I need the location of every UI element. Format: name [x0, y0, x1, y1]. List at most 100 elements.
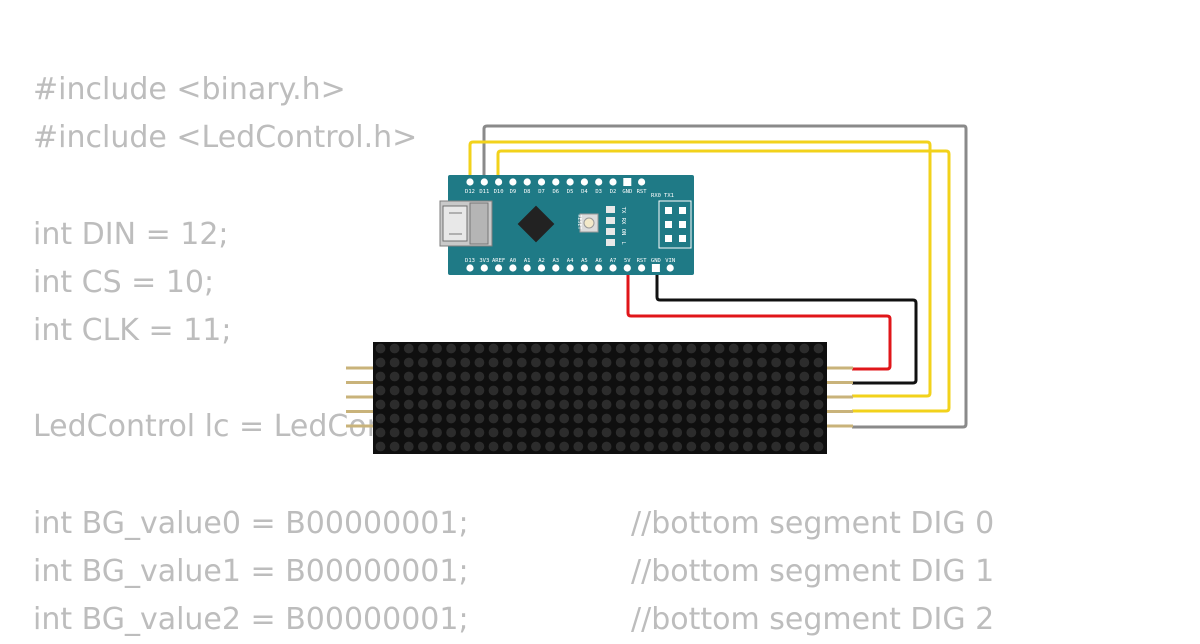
- led-dot: [389, 413, 400, 424]
- code-line: int CS = 10;: [33, 259, 697, 307]
- led-dot: [502, 371, 513, 382]
- led-dot: [531, 441, 541, 452]
- led-matrix-module[interactable]: [346, 342, 853, 454]
- led-dot: [615, 413, 626, 424]
- pin-pad: [566, 178, 574, 186]
- led-dot: [559, 385, 570, 396]
- pin-pad: [523, 178, 531, 186]
- led-dot: [417, 385, 428, 396]
- led-dot: [728, 399, 739, 410]
- header-pin: [826, 395, 853, 399]
- led-dot: [587, 371, 598, 382]
- led-dot: [516, 413, 527, 424]
- led-dot: [601, 441, 612, 452]
- led-dot: [728, 385, 739, 396]
- led-dot: [601, 413, 612, 424]
- led-dot: [516, 371, 527, 382]
- led-dot: [714, 399, 725, 410]
- led-dot: [474, 343, 485, 354]
- pin-pad: [480, 264, 488, 272]
- matrix-output-pins: [826, 366, 853, 428]
- led-dot: [799, 357, 810, 368]
- led-label: RX: [620, 218, 626, 225]
- led-dot: [799, 427, 810, 438]
- led-dot: [474, 427, 485, 438]
- led-dot: [417, 399, 428, 410]
- led-dot: [658, 343, 668, 354]
- led-dot: [658, 357, 668, 368]
- pin-pad: [552, 264, 560, 272]
- pin-label: D10: [494, 189, 504, 195]
- led-dot: [615, 441, 626, 452]
- pin-label: A7: [610, 258, 617, 264]
- led-dot: [446, 385, 457, 396]
- led-dot: [446, 399, 457, 410]
- led: [606, 228, 615, 235]
- header-pin: [826, 424, 853, 428]
- led-dot: [545, 371, 555, 382]
- pin-label: D13: [465, 258, 475, 264]
- led-dot: [403, 441, 414, 452]
- led-dot: [686, 385, 697, 396]
- pin-label: GND: [622, 189, 632, 195]
- led-dot: [771, 399, 782, 410]
- led-dot: [488, 343, 499, 354]
- led-dot: [785, 371, 796, 382]
- led-dot: [375, 371, 386, 382]
- led-dot: [375, 441, 386, 452]
- led-dot: [771, 385, 782, 396]
- led-dot: [644, 357, 654, 368]
- pin-pad: [595, 178, 603, 186]
- led-dot: [516, 357, 527, 368]
- led-dot: [771, 371, 782, 382]
- led-dot: [389, 385, 400, 396]
- pin-pad: [566, 264, 574, 272]
- led-dot: [629, 385, 640, 396]
- led-dot: [757, 371, 767, 382]
- led-dot: [757, 343, 767, 354]
- header-pin: [346, 395, 374, 399]
- led-dot: [403, 413, 414, 424]
- pin-pad: [609, 178, 617, 186]
- led-dot: [757, 357, 767, 368]
- led-dot: [672, 343, 683, 354]
- led-dot: [742, 357, 753, 368]
- led-dot: [644, 371, 654, 382]
- led-dot: [700, 371, 711, 382]
- pin-label: A2: [538, 258, 545, 264]
- led-dot: [403, 427, 414, 438]
- led-dot: [474, 441, 485, 452]
- code-text: #include <LedControl.h>: [33, 120, 418, 156]
- led-dot: [601, 385, 612, 396]
- wires: [468, 124, 968, 429]
- led-dot: [516, 399, 527, 410]
- led-dot: [714, 371, 725, 382]
- led-dot: [375, 357, 386, 368]
- led-dot: [502, 427, 513, 438]
- led-dot: [714, 441, 725, 452]
- code-comment: //bottom segment DIG 0: [631, 505, 995, 541]
- led-dot: [615, 343, 626, 354]
- led-dot: [615, 371, 626, 382]
- led-dot: [446, 343, 457, 354]
- led-dot: [785, 427, 796, 438]
- led-dot: [785, 343, 796, 354]
- led-dot: [629, 427, 640, 438]
- led-dot: [587, 343, 598, 354]
- led-dot: [375, 399, 386, 410]
- led-dot: [686, 371, 697, 382]
- led-dot: [460, 385, 471, 396]
- led-dot: [488, 441, 499, 452]
- led-dot: [403, 357, 414, 368]
- pin-pad: [480, 178, 488, 186]
- led-dot: [488, 399, 499, 410]
- led-dot: [403, 385, 414, 396]
- reset-button[interactable]: [579, 213, 599, 233]
- pin-pad: [466, 264, 474, 272]
- led-dot: [573, 343, 584, 354]
- pin-pad: [580, 264, 589, 272]
- wire-black-gnd: [655, 270, 918, 385]
